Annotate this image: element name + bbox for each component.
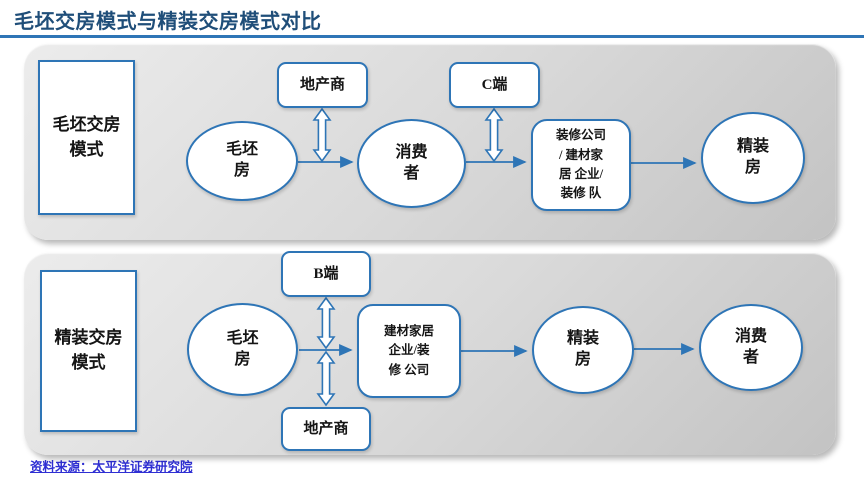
page-title: 毛坯交房模式与精装交房模式对比: [14, 11, 322, 33]
node-finished-house-2: 精装 房: [532, 306, 634, 394]
node-consumer-2: 消费 者: [699, 304, 803, 391]
model-label-rough: 毛坯交房 模式: [38, 60, 135, 215]
node-finished-house-1: 精装 房: [701, 112, 805, 204]
model-label-fine: 精装交房 模式: [40, 270, 137, 432]
node-b-side: B端: [281, 251, 371, 297]
node-rough-house-1: 毛坯 房: [186, 121, 298, 201]
node-consumer-1: 消费 者: [357, 119, 466, 208]
node-builder-company: 建材家居 企业/装 修 公司: [357, 304, 461, 398]
node-decorator-company: 装修公司 / 建材家 居 企业/ 装修 队: [531, 119, 631, 211]
source-link[interactable]: 资料来源：太平洋证券研究院: [30, 460, 193, 474]
node-developer-2: 地产商: [281, 407, 371, 451]
title-divider: [0, 35, 864, 38]
node-developer-1: 地产商: [277, 62, 368, 108]
node-c-side: C端: [449, 62, 540, 108]
node-rough-house-2: 毛坯 房: [187, 303, 298, 396]
